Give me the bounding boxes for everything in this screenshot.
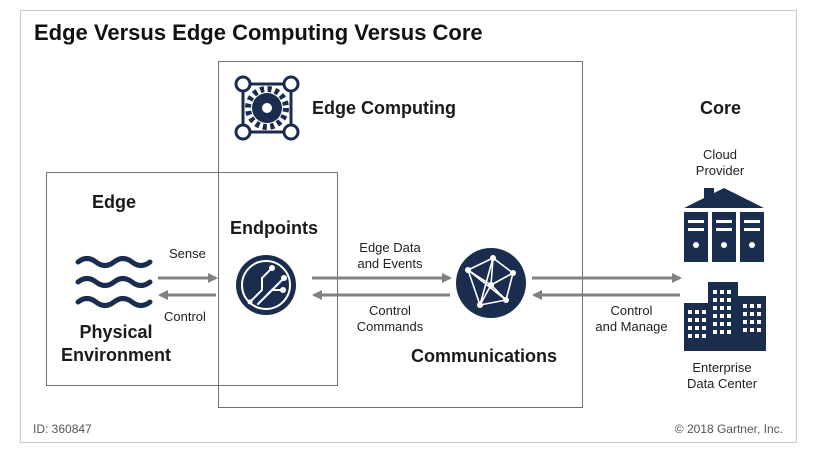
control-commands-label-line1: Control [369, 303, 411, 318]
cloud-provider-label-line1: Cloud [703, 147, 737, 162]
enterprise-data-center-label-line2: Data Center [686, 376, 758, 391]
physical-environment-label-line1: Physical [79, 322, 153, 342]
figure-frame [20, 10, 797, 443]
edge-computing-heading: Edge Computing [312, 98, 456, 118]
edge-data-label-line2: and Events [357, 256, 423, 271]
control-manage-label-line2: and Manage [595, 319, 668, 334]
enterprise-data-center-label-line1: Enterprise [692, 360, 752, 375]
communications-label: Communications [411, 346, 558, 366]
edge-data-label-line1: Edge Data [359, 240, 421, 255]
cloud-servers-icon [684, 188, 764, 262]
globe-network-icon [456, 248, 526, 318]
figure-id: ID: 360847 [33, 422, 92, 436]
office-buildings-icon [684, 282, 766, 351]
circuit-icon [236, 255, 296, 315]
waves-icon [75, 256, 153, 308]
copyright: © 2018 Gartner, Inc. [674, 422, 783, 436]
sense-label: Sense [169, 246, 206, 261]
endpoints-label: Endpoints [230, 218, 318, 238]
edge-computing-box [218, 61, 583, 408]
core-heading: Core [700, 98, 742, 118]
cloud-provider-label-line2: Provider [695, 163, 745, 178]
control-manage-label-line1: Control [610, 303, 653, 318]
gear-network-icon [234, 75, 300, 141]
physical-environment-label-line2: Environment [60, 345, 171, 365]
edge-heading: Edge [92, 192, 137, 212]
figure-title: Edge Versus Edge Computing Versus Core [34, 20, 483, 45]
control-commands-label-line2: Commands [356, 319, 424, 334]
control-label: Control [164, 309, 206, 324]
